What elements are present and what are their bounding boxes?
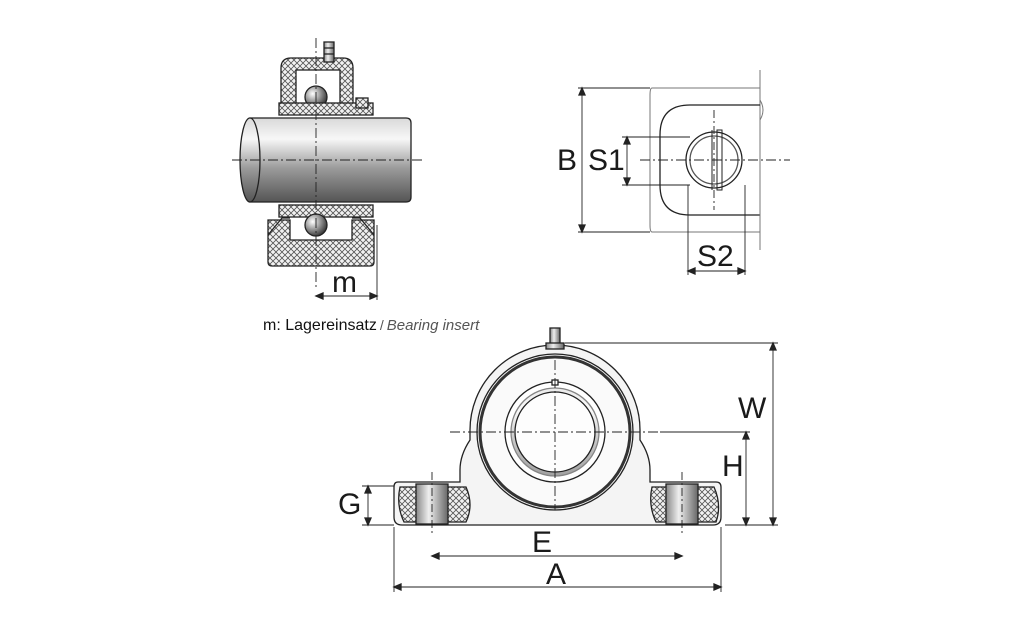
caption-main: m: Lagereinsatz bbox=[263, 317, 377, 334]
dimension-B-label: B bbox=[557, 144, 577, 177]
dimension-G-label: G bbox=[338, 488, 361, 521]
bearing-section-view bbox=[232, 38, 425, 300]
dimension-E-label: E bbox=[532, 526, 552, 559]
caption-separator: / bbox=[379, 317, 384, 333]
dimension-m-label: m bbox=[332, 266, 357, 299]
caption-translation: Bearing insert bbox=[386, 317, 480, 334]
dimension-H-label: H bbox=[722, 450, 744, 483]
housing-front-view bbox=[362, 327, 778, 592]
grease-nipple bbox=[323, 41, 335, 63]
dimension-W-label: W bbox=[738, 392, 767, 425]
housing-bottom-section bbox=[267, 219, 375, 267]
dimension-S2-label: S2 bbox=[697, 240, 734, 273]
inner-ring-bottom bbox=[278, 204, 374, 218]
dimension-A-label: A bbox=[546, 558, 566, 591]
dimension-S1-label: S1 bbox=[588, 144, 625, 177]
inner-ring-top bbox=[278, 102, 374, 116]
front-grease-nipple bbox=[549, 327, 561, 345]
caption: m: Lagereinsatz/Bearing insert bbox=[263, 317, 479, 335]
housing-top-view bbox=[578, 70, 790, 275]
